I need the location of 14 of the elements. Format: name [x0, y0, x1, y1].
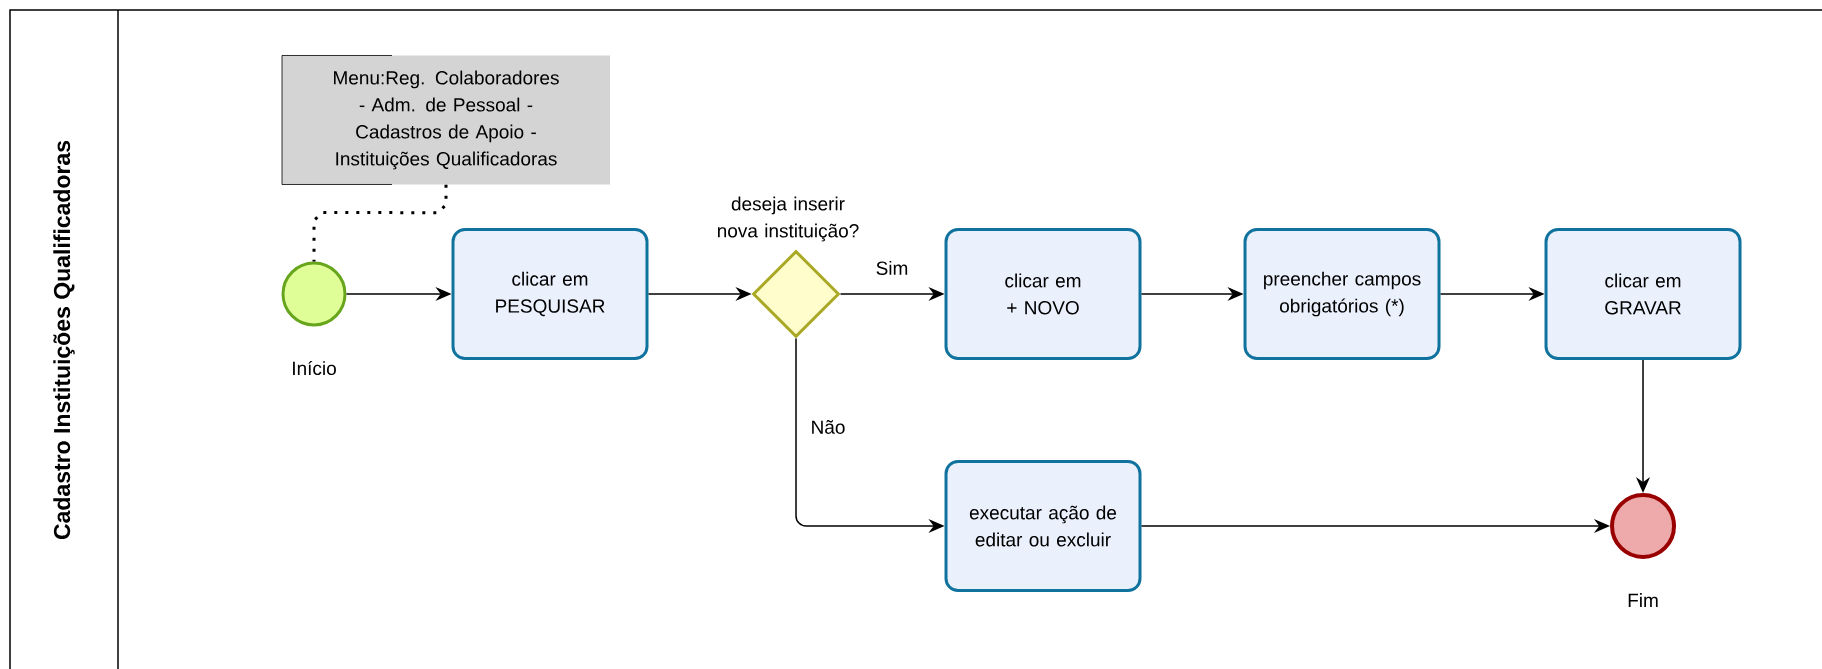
- task-box: clicar em GRAVAR: [1544, 228, 1742, 360]
- event-label: Início: [293, 360, 336, 376]
- start-event-circle: [281, 261, 347, 327]
- edge-label: Sim: [873, 259, 911, 277]
- task-box: clicar em PESQUISAR: [451, 228, 649, 360]
- event-label: Fim: [1628, 593, 1658, 607]
- task-box: preencher campos obrigatórios (*): [1243, 228, 1441, 360]
- task-box: clicar em + NOVO: [944, 228, 1142, 360]
- task-box: executar ação de editar ou excluir: [944, 460, 1142, 592]
- annotation-box: Menu:Reg. Colaboradores - Adm. de Pessoal - Cadastros de Apoio - Instituições Qualificadoras: [281, 55, 610, 185]
- end-event-circle: [1610, 493, 1676, 559]
- edge-label: Não: [808, 418, 848, 436]
- event-label: deseja inserir nova instituição?: [717, 196, 859, 242]
- association-line: [312, 184, 448, 262]
